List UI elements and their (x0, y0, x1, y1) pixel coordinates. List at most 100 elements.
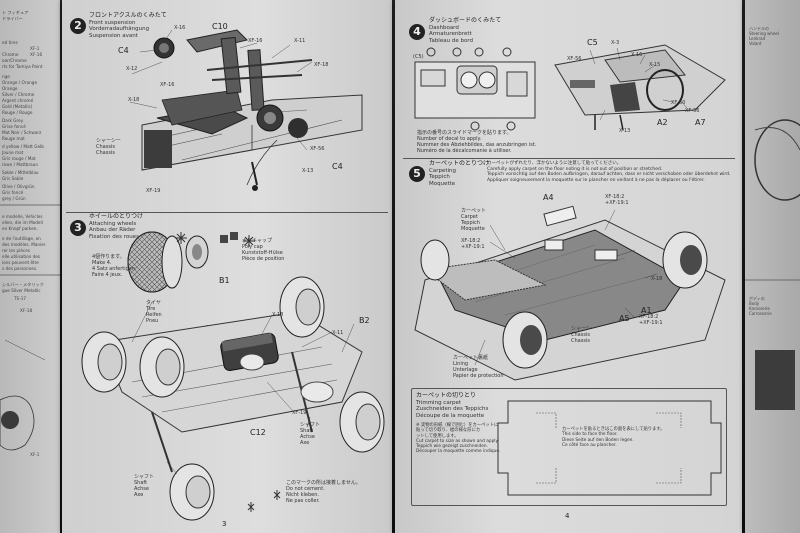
make4-de: 4 Satz anfertigen. (92, 266, 137, 272)
paint-code: XF-1 (30, 452, 40, 457)
carpet-en: Carpet (461, 214, 478, 220)
prev-line2: s des personnes. (2, 266, 38, 271)
next-line: Karosserie (749, 306, 770, 311)
shaft2-fr: Axe (134, 492, 144, 498)
part-label: XF-56 (685, 108, 700, 114)
nocement-fr: Ne pas coller. (286, 498, 320, 504)
face-note: カーペットを貼るときはこの面を表にして貼ります。 This side to fa… (562, 427, 665, 448)
step-title-fr: Suspension avant (89, 32, 138, 39)
make4-en: Make 4. (92, 260, 112, 266)
trim-line: 貼って切り取り、絵の様な形にカ (416, 428, 481, 434)
nocement-de: Nicht kleben. (286, 492, 319, 498)
step-title-de: Armaturenbrett (429, 31, 472, 37)
step-title-de: Vorderradaufhängung (89, 26, 150, 32)
part-label: X-11 (332, 330, 344, 336)
carpet-template-outline (497, 400, 722, 496)
next-page-edge: ハンドルの Steering wheel Lenkrad Volant ボディの… (745, 0, 800, 533)
make4-jp: 4個作ります。 (92, 254, 125, 260)
prev-line2: ions peuvent être (2, 260, 39, 265)
part-label: X-16 (631, 52, 643, 58)
carpet-notes: カーペットがずれたり、浮かないように注意して貼ってください。 Carefully… (487, 161, 730, 183)
shaft-jp: シャフト (300, 422, 321, 428)
step-header: フロントアクスルのくみたて Front suspension Vorderrad… (89, 12, 167, 39)
step-header: ダッシュボードのくみたて Dashboard Armaturenbrett Ta… (429, 17, 502, 44)
carpet-fr: Moquette (461, 226, 485, 232)
trim-instructions: ※ 実物の形紙（線で囲む）をカーペットに 貼って切り取り、絵の様な形にカ ットし… (416, 423, 500, 455)
face-en: This side to face the floor. (562, 432, 618, 438)
trim-line: Cut carpet to size as shown and apply. (416, 438, 499, 444)
step-number: 5 (409, 166, 425, 182)
shaft2-jp: シャフト (134, 474, 155, 480)
prev-line: grey / Grün (2, 196, 26, 201)
prev-line: Mat Noir / Schwarz (2, 130, 42, 135)
prev-line: rts for Tamiya Paint (2, 64, 43, 69)
chassis-de: Chassis (571, 338, 590, 344)
next-line: Steering wheel (749, 31, 779, 36)
trim-title-de: Zuschneiden des Teppichs (416, 406, 489, 412)
step-title-en: Carpeting (429, 167, 457, 174)
prev-line: Argent chromé (2, 98, 34, 103)
part-label: B2 (359, 316, 370, 325)
part-label: X-11 (294, 38, 306, 44)
carpet-diagram (414, 205, 726, 381)
step-title-jp: ダッシュボードのくみたて (429, 17, 502, 24)
part-label: XF-16 (160, 82, 175, 88)
paint-mix: XF-18:2 (639, 314, 659, 320)
make-4-note: 4個作ります。 Make 4. 4 Satz anfertigen. Faire… (92, 254, 137, 278)
part-label: A7 (695, 118, 706, 127)
silver-label: gue Silver Metallic (2, 288, 41, 293)
step-title-en: Attaching wheels (89, 220, 137, 227)
silver-label: シルバー・メタリック (2, 282, 44, 287)
decal-note: 指示の番号のスライドマークを貼ります。 Number of decal to a… (417, 130, 536, 154)
nocement-jp: このマークの所は接着しません。 (286, 480, 361, 486)
step-number: 4 (409, 24, 425, 40)
prev-line: Olive / Olivgrün (2, 184, 35, 189)
part-label: A1 (641, 306, 652, 315)
liner-de: Unterlage (453, 367, 478, 373)
face-de: Diese Seite auf den Boden legen. (562, 437, 634, 443)
prev-line: Gris foncé (2, 190, 24, 195)
paint-mix: +XF-19:1 (461, 244, 485, 250)
paint-label: XF-18:2 +XF-19:1 (639, 314, 663, 326)
part-label: XF-18 (314, 62, 329, 68)
step-number: 3 (70, 220, 86, 236)
next-line: Volant (749, 41, 762, 46)
face-fr: Ce côté face au plancher. (562, 442, 617, 448)
next-line: Carrosserie (749, 311, 772, 316)
page-number: 4 (565, 512, 570, 520)
chassis-jp: シャーシー (96, 138, 121, 144)
prev-line: rown / Mattbraun (2, 162, 39, 167)
wheel-diagram (81, 231, 385, 521)
step-title-de: Anbau der Räder (89, 227, 136, 233)
shaft2-en: Shaft (134, 480, 148, 486)
section-divider (403, 158, 735, 159)
carpet-de: Teppich (461, 220, 480, 226)
prev-line: ト フィギュア (2, 10, 29, 15)
decal-fr: Numéro de la décalcomanie à utiliser. (417, 148, 512, 154)
prev-line: Grise foncé (2, 124, 26, 129)
prev-line2: elle utilisation des (2, 254, 41, 259)
step-title-de: Teppich (429, 174, 450, 180)
shaft-en: Shaft (300, 428, 314, 434)
prev-line: Orange (2, 86, 18, 91)
prev-line2: e de l'outillage, en (2, 236, 41, 241)
part-label: XF-19 (292, 410, 307, 416)
prev-line2: ellen, die im Modell (2, 220, 43, 225)
part-label: X-16 (174, 25, 186, 31)
next-page-drawing (745, 119, 800, 410)
poly-fr: Pièce de position (242, 256, 285, 262)
prev-line: Jaune mat (2, 150, 24, 155)
step-title-fr: Moquette (429, 180, 456, 187)
part-label: A2 (657, 118, 668, 127)
step-header: カーペットのとりつけ Carpeting Teppich Moquette (429, 160, 489, 187)
step-title-en: Front suspension (89, 19, 136, 26)
prev-line: nge (2, 74, 10, 79)
part-label: XF-19 (146, 188, 161, 194)
poly-en: Poly cap (242, 244, 263, 250)
carpet-note: カーペットがずれたり、浮かないように注意して貼ってください。 (487, 161, 622, 166)
prev-line: Orange / Orange (2, 80, 38, 85)
liner-label: カーペット裏紙 Lining Unterlage Papier de prote… (453, 355, 504, 379)
prev-line: Silver / Chrome (2, 92, 35, 97)
trim-line: ※ 実物の形紙（線で囲む）をカーペットに (416, 423, 499, 428)
step-title-fr: Fixation des roues (89, 233, 139, 240)
